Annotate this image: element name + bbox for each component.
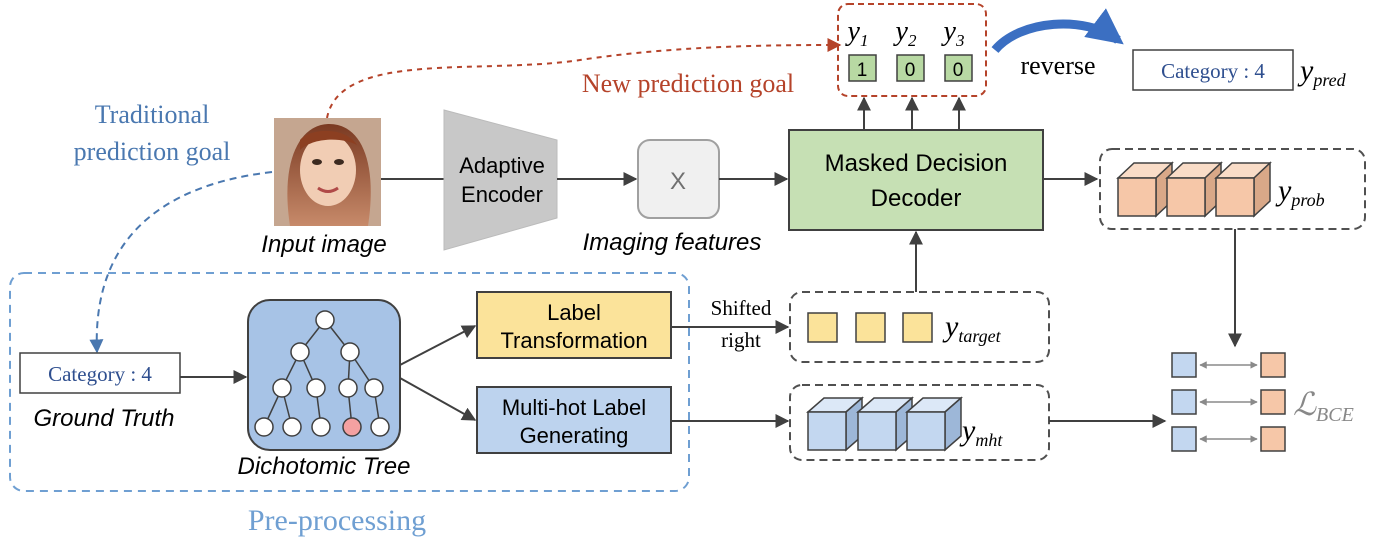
encoder-label-line1: Adaptive	[459, 153, 545, 178]
output-y2: y2 0	[893, 16, 925, 82]
category-gt-box	[19, 352, 181, 394]
y-prob-symbol: yprob	[1275, 174, 1325, 210]
category-pred-box	[1132, 49, 1294, 91]
target-cell	[807, 312, 838, 343]
preprocessing-label: Pre-processing	[248, 504, 426, 537]
shifted-label-line1: Shifted	[711, 296, 772, 320]
input-image-label: Input image	[261, 231, 386, 258]
tree-nodes	[254, 310, 390, 437]
svg-text:y3: y3	[941, 16, 965, 50]
dichotomic-tree-label: Dichotomic Tree	[238, 453, 411, 480]
mht-cube	[856, 396, 914, 452]
output-y1-cell	[848, 54, 877, 82]
svg-text:y1: y1	[845, 16, 869, 50]
reverse-label: reverse	[1020, 51, 1095, 80]
arrow-tree-to-multihot	[399, 377, 477, 421]
y-target-symbol: ytarget	[942, 310, 1002, 346]
label-transformation-line2: Transformation	[500, 328, 647, 353]
y-pred-symbol: ypred	[1297, 54, 1347, 90]
y-target-region	[789, 291, 1050, 363]
loss-mht-cell	[1171, 426, 1197, 452]
reverse-arrow	[991, 8, 1124, 54]
output-y1-value: 1	[857, 60, 868, 81]
y-prob-region	[1099, 148, 1366, 230]
ground-truth-label: Ground Truth	[34, 405, 175, 432]
y-mht-region	[789, 384, 1050, 461]
svg-text:y2: y2	[893, 16, 917, 50]
new-goal-arrow	[326, 38, 842, 119]
category-pred-label: Category : 4	[1161, 59, 1265, 83]
output-y3-cell	[944, 54, 973, 82]
label-transformation-block	[476, 291, 672, 359]
output-y3-value: 0	[953, 60, 964, 81]
multihot-line1: Multi-hot Label	[502, 395, 646, 420]
loss-prob-cell	[1260, 426, 1286, 452]
target-cell	[855, 312, 886, 343]
y-prob-cubes	[1116, 161, 1272, 218]
mht-cube	[905, 396, 963, 452]
multihot-line2: Generating	[520, 423, 629, 448]
imaging-features-label: Imaging features	[583, 229, 762, 256]
y-mht-cubes	[806, 396, 963, 452]
loss-mht-cell	[1171, 352, 1197, 378]
category-gt-label: Category : 4	[48, 362, 152, 386]
loss-prob-cell	[1260, 352, 1286, 378]
output-y2-cell	[896, 54, 925, 82]
new-goal-label: New prediction goal	[582, 69, 794, 98]
target-cell	[902, 312, 933, 343]
preprocessing-region	[9, 272, 690, 492]
loss-mht-cell	[1171, 389, 1197, 415]
decoder-label-line1: Masked Decision	[825, 150, 1008, 177]
label-transformation-line1: Label	[547, 300, 601, 325]
output-y2-value: 0	[905, 60, 916, 81]
traditional-goal-arrow	[89, 171, 273, 354]
multihot-label-block	[476, 386, 672, 454]
traditional-goal-label-line1: Traditional	[95, 100, 210, 129]
prob-cube	[1214, 161, 1272, 218]
shifted-label-line2: right	[721, 328, 761, 352]
adaptive-encoder-block	[443, 109, 558, 251]
tree-highlight-node	[342, 417, 362, 437]
output-y3: y3 0	[941, 16, 973, 82]
arrow-tree-to-label-transformation	[399, 325, 477, 366]
loss-prob-cell	[1260, 389, 1286, 415]
output-bits-region	[837, 3, 987, 97]
output-y1: y1 1	[845, 16, 877, 82]
input-image	[274, 118, 381, 226]
decoder-label-line2: Decoder	[871, 185, 962, 212]
mht-cube	[806, 396, 864, 452]
traditional-goal-label-line2: prediction goal	[74, 137, 231, 166]
masked-decision-decoder-block	[788, 129, 1044, 231]
encoder-label-line2: Encoder	[461, 182, 543, 207]
bce-loss-pairs	[1171, 352, 1286, 452]
dichotomic-tree-block	[247, 299, 401, 451]
x-symbol: X	[670, 168, 686, 195]
prob-cube	[1116, 161, 1174, 218]
bce-loss-symbol: ℒBCE	[1293, 386, 1354, 426]
y-mht-symbol: ymht	[959, 414, 1003, 450]
prob-cube	[1165, 161, 1223, 218]
